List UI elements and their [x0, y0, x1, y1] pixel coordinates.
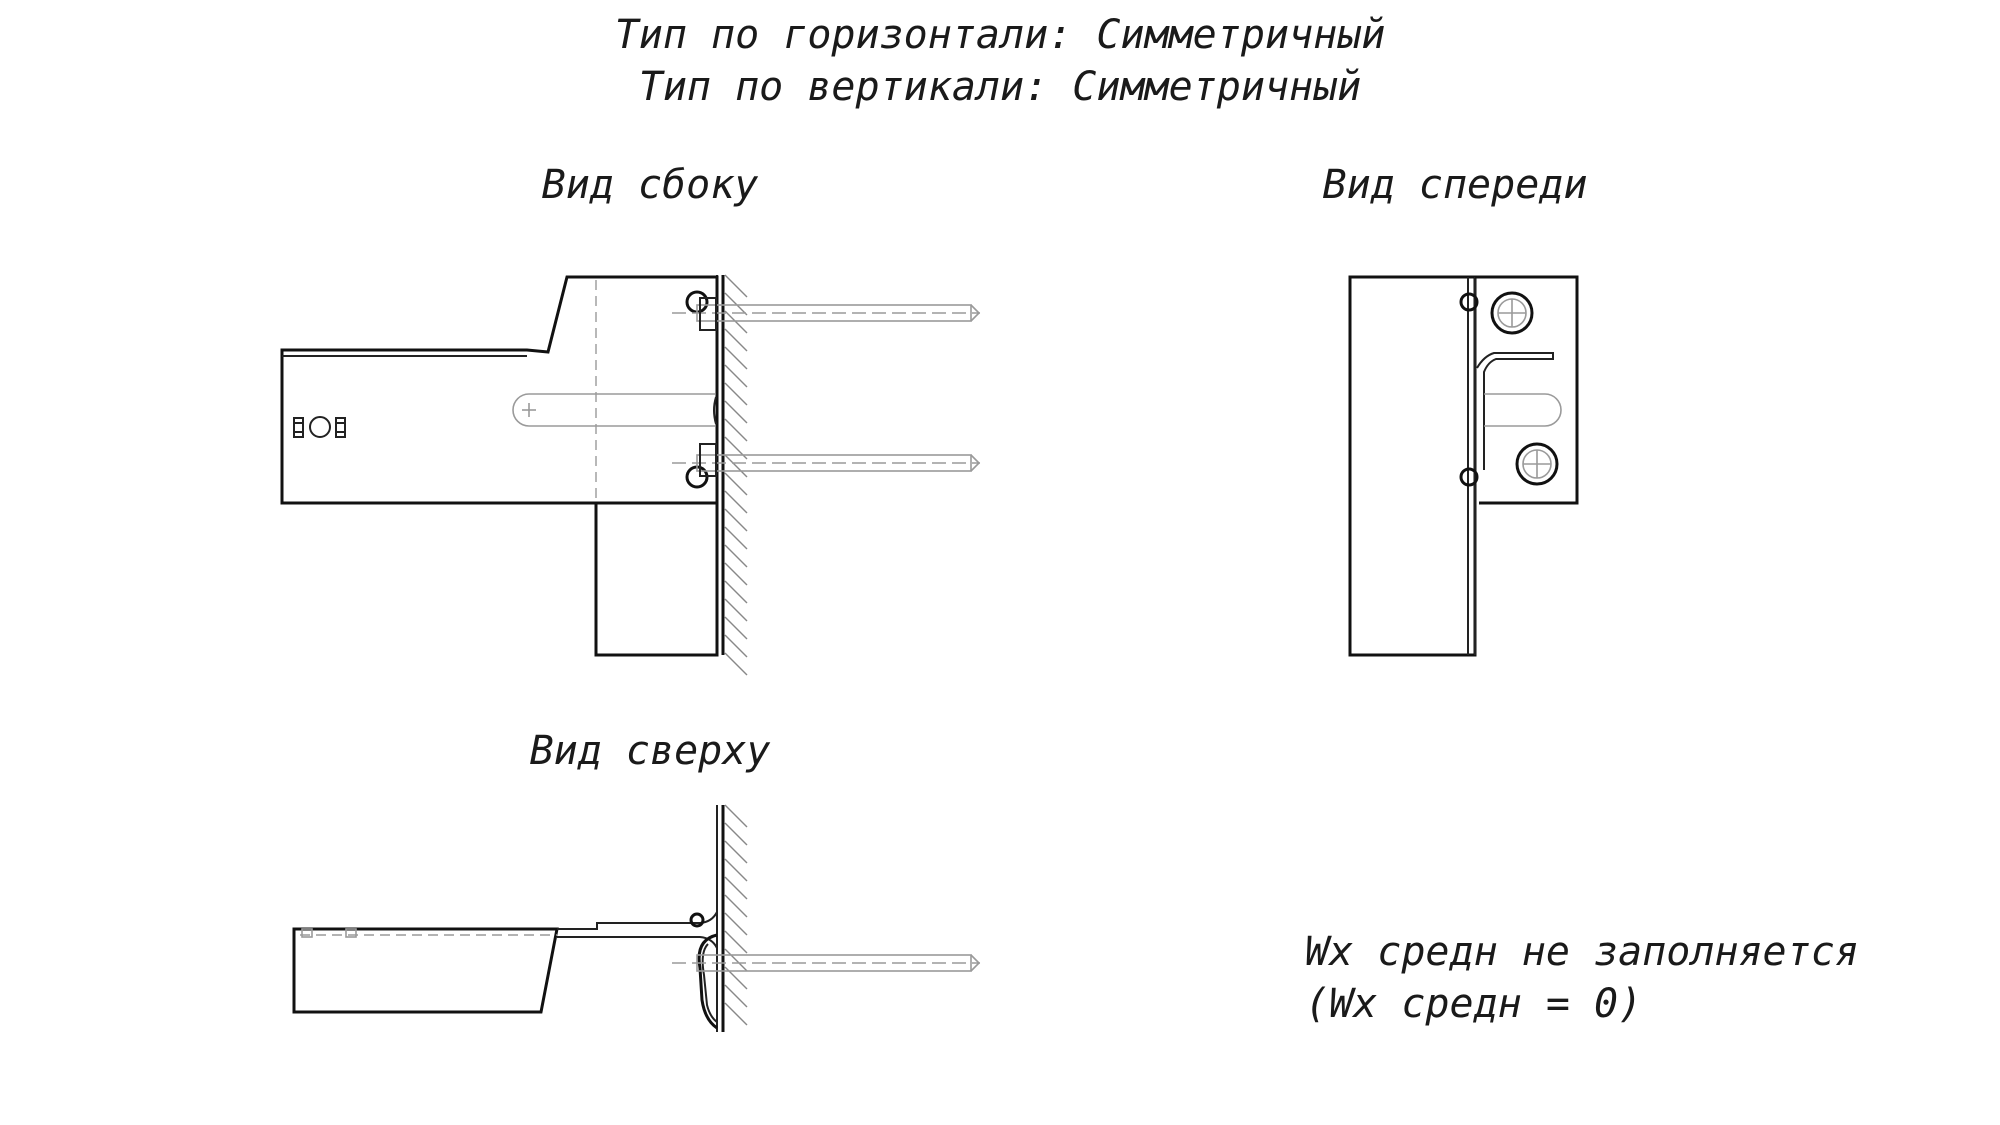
- hatch-stroke: [724, 274, 748, 298]
- hatch-stroke: [724, 930, 748, 954]
- top-curved-flange: [697, 933, 718, 1030]
- header-horizontal-type: Тип по горизонтали: Симметричный: [615, 12, 1386, 58]
- hatch-stroke: [724, 894, 748, 918]
- hatch-stroke: [724, 1002, 748, 1026]
- hatch-stroke: [724, 562, 748, 586]
- top-anchor-bolt: [672, 954, 981, 972]
- hatch-stroke: [724, 876, 748, 900]
- hatch-stroke: [724, 526, 748, 550]
- hatch-stroke: [724, 616, 748, 640]
- front-anchor-hole-bottom: [1515, 442, 1559, 486]
- hatch-stroke: [724, 364, 748, 388]
- hatch-stroke: [724, 822, 748, 846]
- side-bracket-outline: [280, 275, 719, 505]
- side-fastener-symbol: [293, 416, 346, 438]
- side-slot: [512, 393, 715, 427]
- top-view-title: Вид сверху: [530, 728, 771, 774]
- hatch-stroke: [724, 472, 748, 496]
- front-side-flange: [1475, 275, 1579, 505]
- hatch-stroke: [724, 508, 748, 532]
- front-view-title: Вид спереди: [1323, 162, 1588, 208]
- hatch-stroke: [724, 544, 748, 568]
- hatch-stroke: [724, 400, 748, 424]
- hatch-stroke: [724, 490, 748, 514]
- hatch-stroke: [724, 804, 748, 828]
- hatch-stroke: [724, 382, 748, 406]
- header-vertical-type: Тип по вертикали: Симметричный: [639, 64, 1361, 110]
- hatch-stroke: [724, 984, 748, 1008]
- side-anchor-bolt-top: [672, 297, 981, 331]
- hatch-stroke: [724, 634, 748, 658]
- front-tall-plate: [1348, 275, 1477, 657]
- front-rivet-bottom: [1459, 467, 1479, 487]
- hatch-stroke: [724, 652, 748, 676]
- side-wall-hatching: [724, 274, 748, 676]
- side-anchor-bolt-bottom: [672, 443, 981, 477]
- top-bracket-outline: [292, 927, 559, 1014]
- hatch-stroke: [724, 912, 748, 936]
- side-view: [280, 274, 981, 676]
- hatch-stroke: [724, 346, 748, 370]
- top-anchor-head: [689, 912, 705, 928]
- hatch-stroke: [724, 418, 748, 442]
- wx-note-line2: (Wx средн = 0): [1305, 981, 1642, 1027]
- front-anchor-hole-top: [1490, 291, 1534, 335]
- side-lower-plate: [594, 503, 719, 657]
- hatch-stroke: [724, 310, 748, 334]
- hatch-stroke: [724, 598, 748, 622]
- wx-note-line1: Wx средн не заполняется: [1305, 929, 1859, 975]
- top-view: [292, 804, 981, 1032]
- hatch-stroke: [724, 292, 748, 316]
- front-rivet-top: [1459, 292, 1479, 312]
- hatch-stroke: [724, 858, 748, 882]
- top-wall-hatching: [724, 804, 748, 1026]
- hatch-stroke: [724, 840, 748, 864]
- hatch-stroke: [724, 454, 748, 478]
- hatch-stroke: [724, 948, 748, 972]
- hatch-stroke: [724, 328, 748, 352]
- hatch-stroke: [724, 580, 748, 604]
- side-view-title: Вид сбоку: [542, 162, 759, 208]
- front-view: [1348, 275, 1579, 657]
- front-bent-tab: [1476, 352, 1554, 470]
